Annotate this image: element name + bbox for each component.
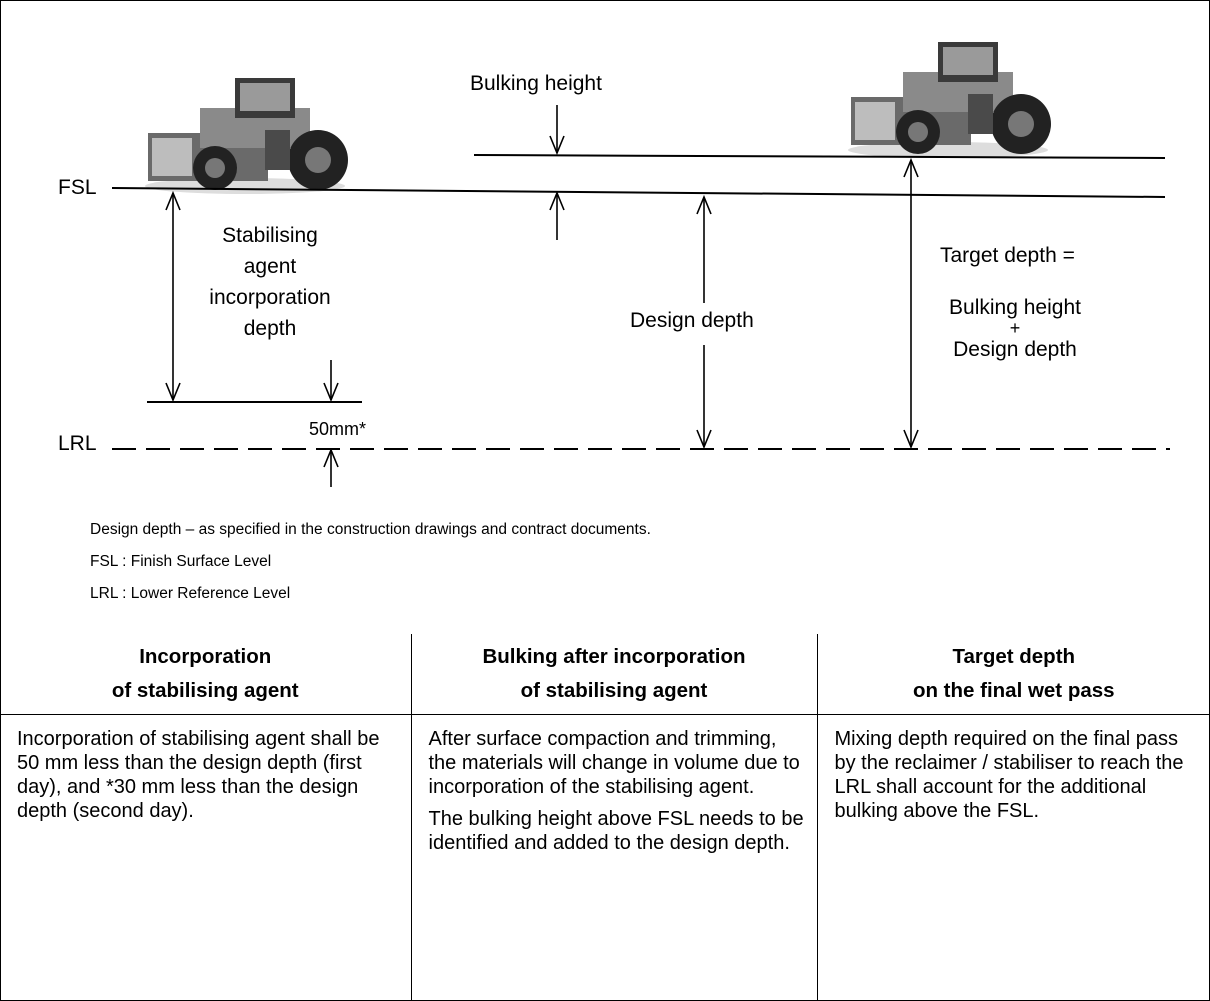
- header-target-depth: Target depth on the final wet pass: [816, 634, 1210, 715]
- header-bulking: Bulking after incorporation of stabilisi…: [410, 634, 818, 715]
- design-depth-label: Design depth: [630, 309, 754, 332]
- cell-bulking: After surface compaction and trimming, t…: [410, 714, 818, 1001]
- offset-50mm-arrows: [323, 360, 339, 487]
- table-row: Incorporation of stabilising agent shall…: [0, 714, 1210, 1001]
- summary-table: Incorporation of stabilising agent Bulki…: [0, 634, 1210, 1001]
- cell-incorporation: Incorporation of stabilising agent shall…: [0, 714, 412, 1001]
- note-design-depth: Design depth – as specified in the const…: [90, 521, 651, 538]
- stabilising-depth-label: Stabilising agent incorporation depth: [209, 224, 331, 340]
- note-lrl: LRL : Lower Reference Level: [90, 585, 291, 602]
- lrl-label: LRL: [58, 432, 97, 455]
- reclaimer-left-image: [145, 78, 348, 194]
- cell-target-depth: Mixing depth required on the final pass …: [816, 714, 1210, 1001]
- target-depth-arrow: [903, 157, 919, 450]
- depth-diagram: [111, 42, 1170, 487]
- header-incorporation: Incorporation of stabilising agent: [0, 634, 412, 715]
- bulking-height-arrows: [549, 105, 565, 240]
- note-fsl: FSL : Finish Surface Level: [90, 553, 272, 570]
- bulked-surface-line: [473, 154, 1166, 159]
- fsl-label: FSL: [58, 176, 97, 199]
- stabilising-depth-arrow: [165, 190, 181, 403]
- target-depth-label: Target depth = Bulking height + Design d…: [940, 244, 1081, 361]
- fsl-line: [111, 187, 1166, 198]
- bulking-height-label: Bulking height: [470, 72, 602, 95]
- offset-50mm-label: 50mm*: [309, 419, 367, 439]
- reclaimer-right-image: [848, 42, 1051, 158]
- design-depth-arrow: [696, 194, 712, 450]
- table-header-row: Incorporation of stabilising agent Bulki…: [0, 634, 1210, 715]
